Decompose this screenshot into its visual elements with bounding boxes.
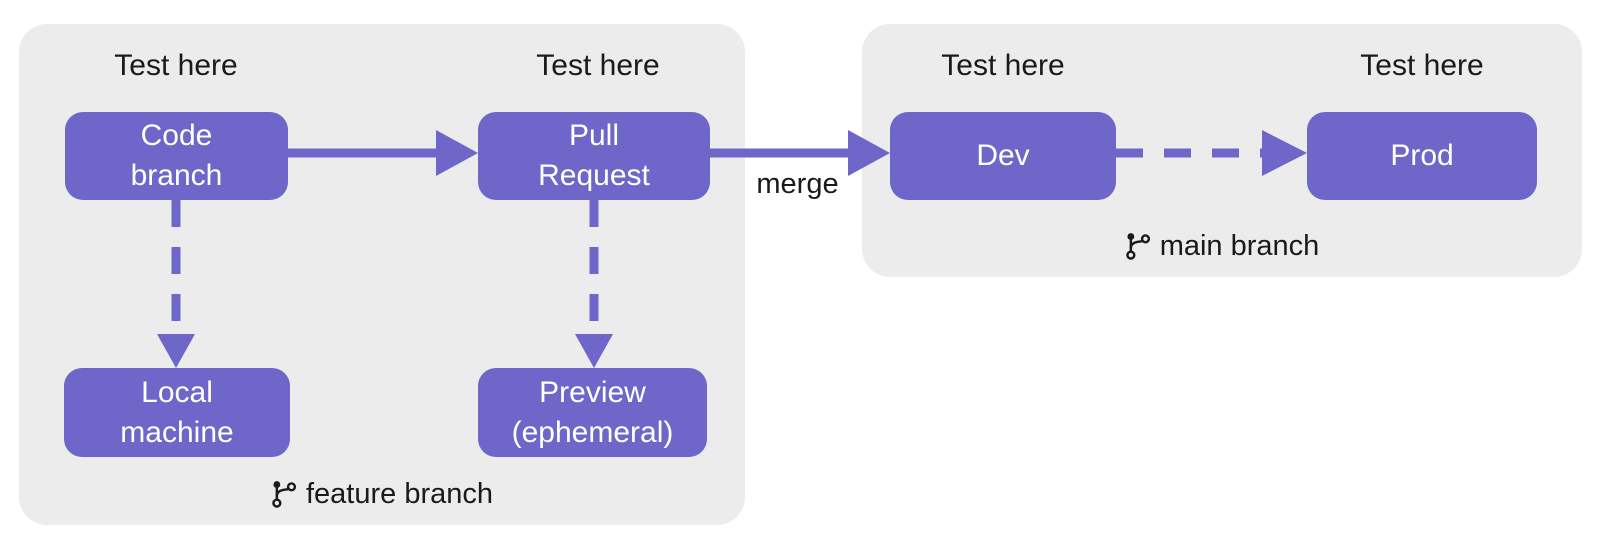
feature-branch-caption: feature branch	[19, 474, 745, 514]
node-local-machine: Local machine	[64, 368, 290, 457]
node-label-line: Dev	[976, 139, 1030, 172]
test-here-label-pull-request: Test here	[536, 49, 660, 82]
node-label-line: Local	[141, 375, 213, 409]
main-branch-caption: main branch	[862, 226, 1582, 266]
node-label-line: Request	[538, 159, 650, 192]
node-label-line: machine	[120, 415, 234, 449]
feature-branch-caption-text: feature branch	[305, 477, 493, 510]
main-branch-caption-text: main branch	[1159, 229, 1320, 262]
node-dev: Dev	[890, 112, 1116, 200]
git-branch-icon	[1125, 233, 1150, 260]
test-here-label-dev: Test here	[941, 49, 1065, 82]
test-here-label-prod: Test here	[1360, 49, 1484, 82]
node-preview-ephemeral: Preview (ephemeral)	[478, 368, 707, 457]
node-label-line: Preview	[539, 375, 646, 409]
merge-edge-label: merge	[756, 168, 839, 200]
test-here-label-code-branch: Test here	[114, 49, 238, 82]
node-prod: Prod	[1307, 112, 1537, 200]
node-label-line: Prod	[1390, 139, 1454, 172]
node-label-line: (ephemeral)	[511, 415, 674, 449]
node-label-line: Code	[140, 119, 213, 152]
node-pull-request: Pull Request	[478, 112, 710, 200]
node-label-line: Pull	[568, 119, 620, 152]
git-branch-icon	[272, 481, 297, 508]
node-label-line: branch	[130, 159, 223, 192]
node-code-branch: Code branch	[65, 112, 288, 200]
